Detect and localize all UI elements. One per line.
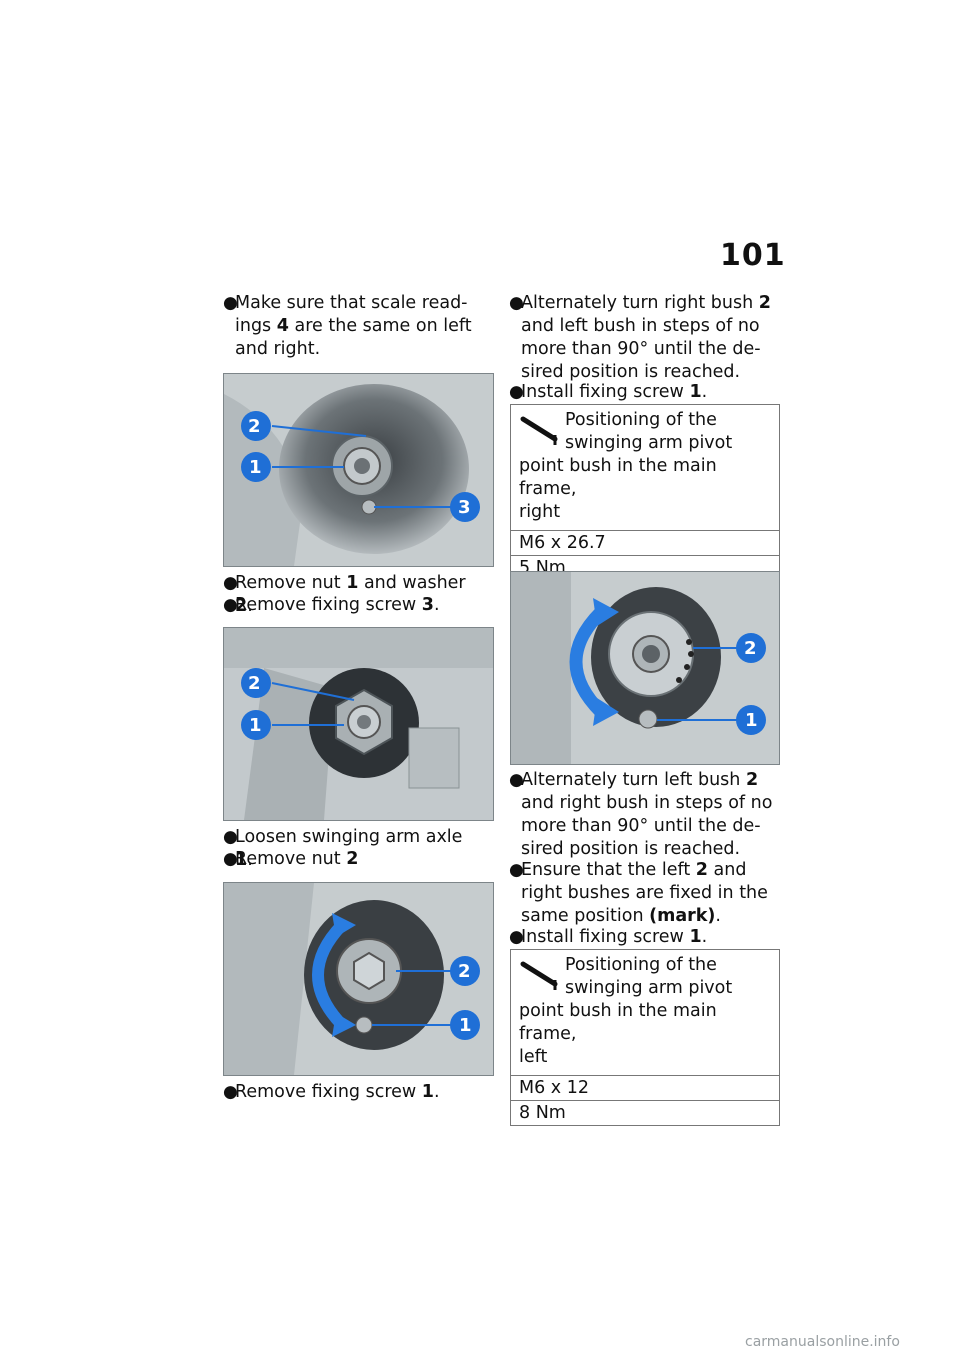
callout-1: 1	[745, 710, 758, 731]
figure-rotate-bush-right: 2 1	[510, 571, 780, 765]
screw-spec: M6 x 12	[511, 1075, 779, 1100]
callout-2: 2	[248, 673, 261, 694]
torque-wrench-icon	[520, 416, 558, 445]
bullet-icon: ●	[223, 827, 238, 847]
bullet-icon: ●	[509, 382, 524, 402]
bullet-icon: ●	[509, 860, 524, 880]
bullet-icon: ●	[509, 927, 524, 947]
bullet-remove-fixing-screw: ● Remove fixing screw 1.	[223, 1082, 440, 1102]
bullet-remove-nut-2: ● Remove nut 2	[223, 849, 359, 869]
callout-1: 1	[459, 1015, 472, 1036]
callout-3: 3	[458, 497, 471, 518]
bullet-ensure-same-position: ● Ensure that the left 2 and right bushe…	[509, 860, 768, 926]
footer-watermark: carmanualsonline.info	[745, 1334, 900, 1350]
bullet-remove-screw: ● Remove fixing screw 3.	[223, 595, 440, 615]
page-number: 101	[720, 238, 786, 273]
torque-table-left: Positioning of the swinging arm pivot po…	[510, 949, 780, 1126]
bullet-icon: ●	[223, 573, 238, 593]
figure-swinging-arm-axle: 2 1	[223, 627, 494, 821]
bullet-icon: ●	[223, 1082, 238, 1102]
bullet-turn-left-bush: ● Alternately turn left bush 2 and right…	[509, 770, 773, 859]
figure-nut-washer-screw: 2 1 3	[223, 373, 494, 567]
bullet-remove-nut: ● Remove nut 1 and washer 2.	[223, 573, 466, 616]
callout-2: 2	[248, 416, 261, 437]
torque-wrench-icon	[520, 961, 558, 990]
callout-1: 1	[249, 715, 262, 736]
screw-spec: M6 x 26.7	[511, 530, 779, 555]
bullet-install-screw: ● Install fixing screw 1.	[509, 382, 708, 402]
bullet-check-scale: ● Make sure that scale read- ings 4 are …	[223, 293, 472, 359]
bullet-icon: ●	[223, 849, 238, 869]
bullet-turn-right-bush: ● Alternately turn right bush 2 and left…	[509, 293, 771, 382]
callout-2: 2	[458, 961, 471, 982]
figure-rotate-bush-left: 2 1	[223, 882, 494, 1076]
bullet-icon: ●	[223, 293, 238, 313]
callout-1: 1	[249, 457, 262, 478]
bullet-icon: ●	[223, 595, 238, 615]
torque-table-right: Positioning of the swinging arm pivot po…	[510, 404, 780, 581]
bullet-icon: ●	[509, 293, 524, 313]
callout-2: 2	[744, 638, 757, 659]
bullet-icon: ●	[509, 770, 524, 790]
bullet-loosen-axle: ● Loosen swinging arm axle 1.	[223, 827, 463, 870]
torque-value: 8 Nm	[511, 1100, 779, 1125]
bullet-install-screw-2: ● Install fixing screw 1.	[509, 927, 708, 947]
